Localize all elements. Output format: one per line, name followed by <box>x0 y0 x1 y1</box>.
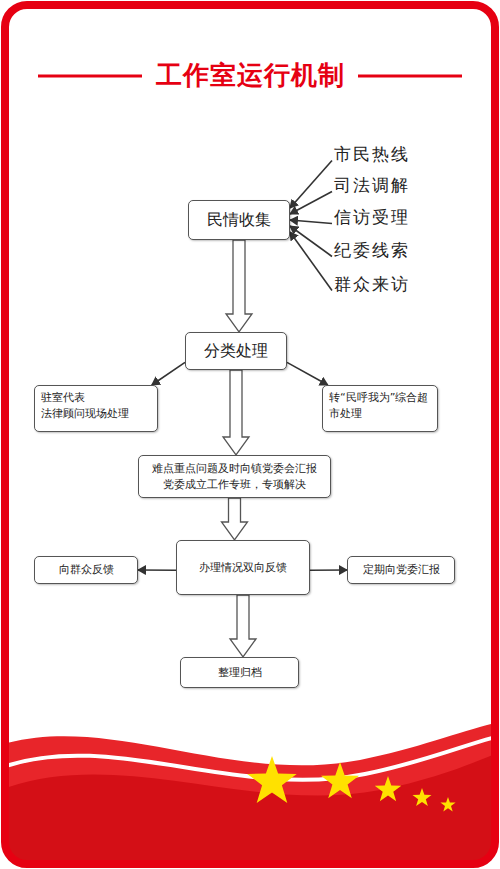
source-label: 信访受理 <box>332 206 432 241</box>
frame <box>5 5 495 864</box>
source-label: 纪委线索 <box>332 239 432 274</box>
stars <box>247 756 455 812</box>
source-label: 司法调解 <box>332 174 432 209</box>
arrow-line <box>290 220 332 224</box>
block-arrow <box>223 370 249 455</box>
wave-light <box>8 722 492 861</box>
wave-dark <box>8 752 492 861</box>
node-text: 群众来访 <box>334 273 410 298</box>
node-text: 整理归档 <box>218 665 262 681</box>
node-text: 司法调解 <box>334 174 410 199</box>
block-arrow <box>226 240 252 332</box>
arrow-line <box>290 161 332 209</box>
process-box: 办理情况双向反馈 <box>176 540 310 595</box>
process-box: 转“民呼我为”综合超市处理 <box>322 385 438 432</box>
arrow-line <box>138 569 176 571</box>
block-arrow <box>230 595 256 657</box>
star <box>440 797 455 812</box>
node-text: 难点重点问题及时向镇党委会汇报 党委成立工作专班，专项解决 <box>145 461 324 493</box>
arrow-line <box>152 362 185 385</box>
star <box>321 762 359 798</box>
process-box: 难点重点问题及时向镇党委会汇报 党委成立工作专班，专项解决 <box>138 455 331 498</box>
arrow-line <box>310 569 347 571</box>
block-arrow <box>222 498 248 540</box>
star <box>375 776 402 801</box>
arrow-line <box>290 192 332 215</box>
arrow-line <box>290 232 332 291</box>
title: 工作室运行机制 <box>0 58 500 93</box>
node-text: 定期向党委汇报 <box>363 562 440 578</box>
source-label: 市民热线 <box>332 143 432 178</box>
process-box: 定期向党委汇报 <box>347 556 455 584</box>
bottom-wave <box>8 722 492 861</box>
arrow-line <box>287 362 328 385</box>
process-box: 向群众反馈 <box>34 556 138 584</box>
process-box: 民情收集 <box>188 200 290 240</box>
title-rule <box>358 75 462 78</box>
node-text: 转“民呼我为”综合超市处理 <box>329 390 431 422</box>
node-text: 信访受理 <box>334 206 410 231</box>
source-label: 群众来访 <box>332 273 432 308</box>
title-rule <box>38 75 142 78</box>
node-text: 纪委线索 <box>334 239 410 264</box>
node-text: 市民热线 <box>334 143 410 168</box>
node-text: 驻室代表 法律顾问现场处理 <box>41 390 151 422</box>
process-box: 驻室代表 法律顾问现场处理 <box>34 385 158 432</box>
process-box: 分类处理 <box>185 332 287 370</box>
node-text: 分类处理 <box>204 339 268 362</box>
node-text: 向群众反馈 <box>59 562 114 578</box>
node-text: 民情收集 <box>207 208 271 231</box>
star <box>413 788 432 806</box>
wave-line <box>8 736 492 780</box>
process-box: 整理归档 <box>180 657 299 688</box>
node-text: 办理情况双向反馈 <box>199 560 287 576</box>
star <box>247 756 296 803</box>
